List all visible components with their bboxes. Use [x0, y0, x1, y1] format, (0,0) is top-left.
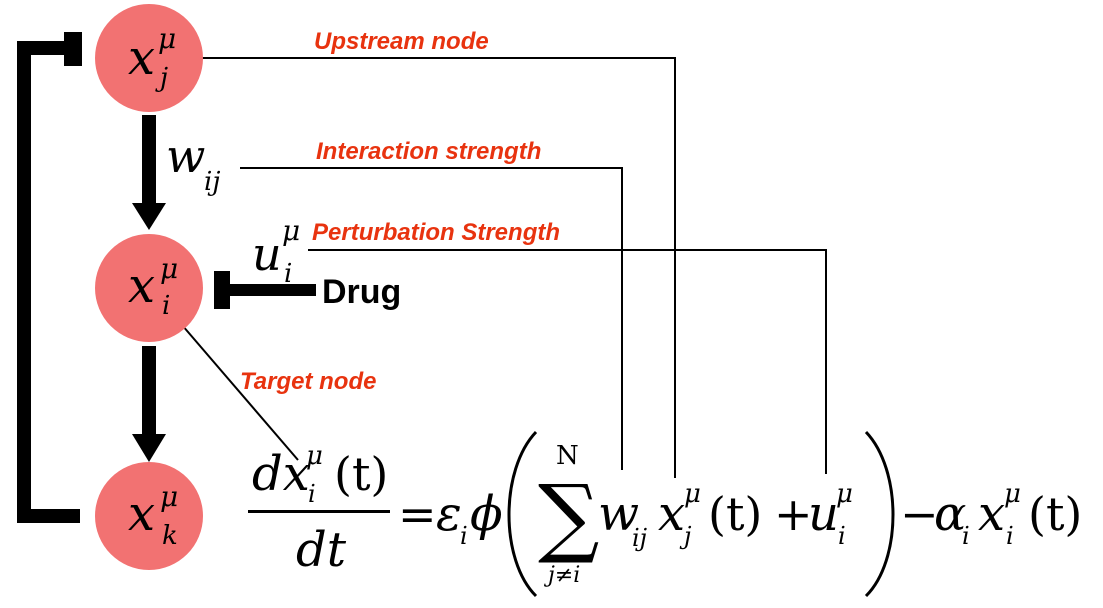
arrow-j-to-i-shaft [142, 115, 156, 207]
node-target-sub: i [162, 291, 170, 321]
annotation-connectors [175, 57, 827, 478]
node-upstream-sup: μ [158, 22, 176, 55]
perturbation-sup: μ [282, 214, 300, 247]
eq-x: x [658, 486, 685, 542]
interaction-annotation: Interaction strength [316, 138, 541, 165]
eq-right-paren [864, 430, 895, 598]
perturbation-label: u μ i [252, 214, 300, 289]
eq-sum-upper: N [556, 441, 579, 471]
activation-arrows [132, 115, 166, 462]
node-downstream-sub: k [162, 521, 178, 551]
node-target-sup: μ [160, 252, 178, 285]
weight-sub: ij [204, 167, 220, 197]
node-upstream: x μ j [95, 4, 203, 112]
perturbation-symbol: u [252, 227, 282, 281]
eq-sum-lower: j≠i [543, 563, 580, 588]
eq-arg-t: (t) [708, 487, 762, 541]
eq-plus: + [774, 487, 813, 541]
eq-minus: − [900, 487, 939, 541]
eq-epsilon-sub: i [460, 522, 468, 550]
eq-phi: ϕ [470, 486, 503, 542]
feedback-line [17, 41, 80, 523]
eq-denominator: dt [296, 522, 347, 578]
upstream-connector [182, 57, 676, 478]
eq-equals: = [398, 487, 437, 541]
eq-fraction-bar [248, 510, 390, 513]
node-target-symbol: x [128, 258, 155, 314]
eq-numerator-sub: i [308, 480, 316, 508]
perturbation-sub: i [284, 259, 292, 289]
eq-w: w [598, 486, 639, 542]
arrow-i-to-k-head [132, 434, 166, 462]
feedback-bar-end [64, 32, 82, 66]
eq-w-sub: ij [632, 524, 648, 552]
perturbation-connector [308, 249, 827, 474]
eq-u: u [808, 486, 839, 542]
eq-u-sup: μ [836, 479, 853, 509]
node-upstream-circle [95, 4, 203, 112]
eq-arg-t2: (t) [1028, 487, 1082, 541]
node-target: x μ i [95, 234, 203, 342]
eq-sum-symbol: ∑ [538, 467, 599, 567]
drug-bar-end [214, 271, 230, 309]
eq-alpha-sub: i [962, 522, 970, 550]
drug-line [226, 284, 316, 296]
arrow-j-to-i-head [132, 203, 166, 230]
eq-left-paren [507, 430, 538, 598]
feedback-inhibition [17, 32, 82, 523]
node-downstream-symbol: x [128, 486, 155, 542]
node-downstream-circle [95, 462, 203, 570]
drug-inhibition: Drug [214, 271, 401, 311]
node-downstream-sup: μ [160, 480, 178, 513]
node-downstream: x μ k [95, 462, 203, 570]
ode-equation: dx μ i (t) dt = ε i ϕ N ∑ j≠i w ij x μ j… [248, 430, 1082, 598]
eq-alpha: α [934, 486, 966, 542]
target-connector [175, 317, 299, 461]
node-target-circle [95, 234, 203, 342]
weight-symbol: w [166, 129, 205, 183]
eq-x2-sub: i [1006, 522, 1014, 550]
eq-numerator-arg: (t) [334, 447, 388, 501]
upstream-annotation: Upstream node [314, 28, 489, 55]
arrow-i-to-k-shaft [142, 346, 156, 438]
target-annotation: Target node [240, 368, 376, 395]
eq-x2: x [978, 486, 1005, 542]
perturbation-annotation: Perturbation Strength [312, 219, 560, 246]
node-upstream-symbol: x [128, 30, 155, 86]
eq-numerator: dx [252, 446, 310, 502]
interaction-connector [240, 167, 623, 470]
eq-u-sub: i [838, 522, 846, 550]
weight-label: w ij [166, 129, 220, 197]
eq-x2-sup: μ [1004, 479, 1021, 509]
eq-x-sup: μ [684, 479, 701, 509]
eq-epsilon: ε [436, 486, 462, 542]
eq-numerator-sup: μ [306, 441, 323, 471]
drug-label: Drug [322, 273, 401, 311]
